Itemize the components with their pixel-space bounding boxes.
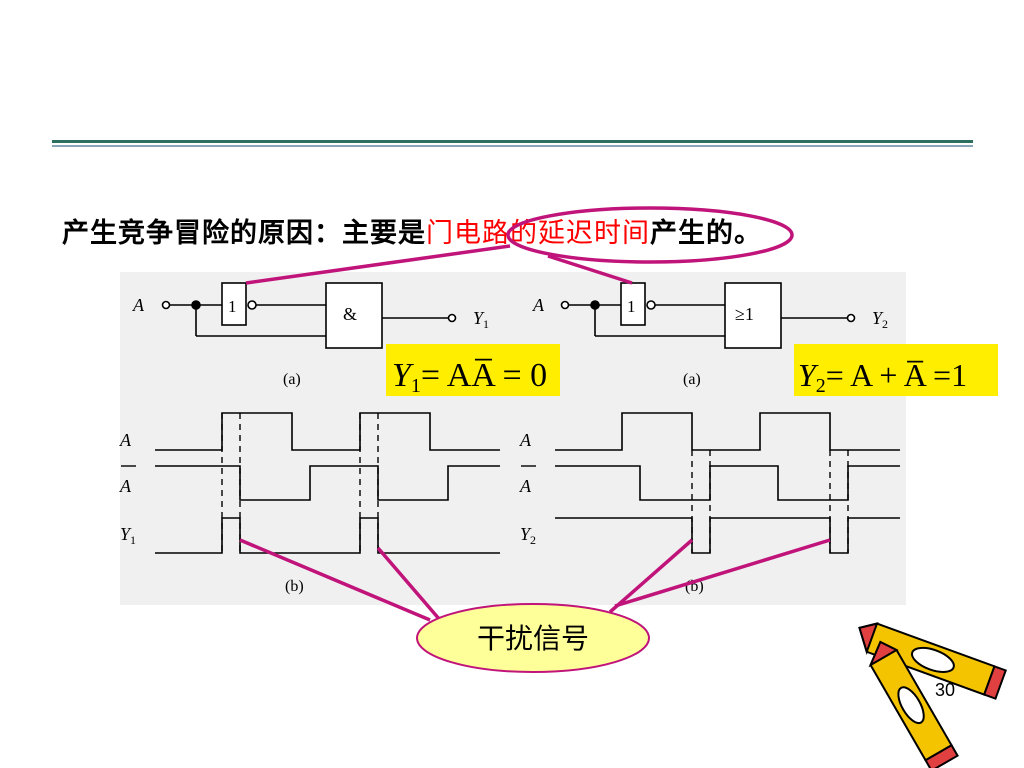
circuit-a-not-gate <box>221 282 247 326</box>
headline-post: 产生的。 <box>650 218 762 249</box>
equation-a-box <box>386 344 560 396</box>
circuit-b-input-terminal <box>560 300 570 310</box>
circuit-a-output-label: Y1 <box>473 308 489 331</box>
waveform-b-signal-a <box>555 412 900 451</box>
circuit-b <box>560 282 856 349</box>
circuit-b-output-label: Y2 <box>872 308 888 331</box>
pencil-icon <box>858 622 1008 700</box>
waveform-a-signal-a-bar <box>155 465 500 501</box>
delay-connector-left <box>245 244 511 285</box>
interference-callout-label: 干扰信号 <box>477 622 589 655</box>
circuit-a-and-label: & <box>343 304 357 324</box>
waveform-a-label-a-bar: A <box>119 476 132 496</box>
circuit-b-output-terminal <box>846 313 856 323</box>
title-rule-light <box>52 145 973 147</box>
equation-a: Y1= AA̅ = 0 <box>392 357 547 397</box>
circuit-b-caption: (a) <box>683 371 701 388</box>
headline-highlight: 门电路的延迟时间 <box>426 218 650 249</box>
circuit-b-not-bubble <box>646 300 656 310</box>
circuit-a-output-terminal <box>447 313 457 323</box>
pencil-icon-2 <box>868 640 959 768</box>
headline: 产生竞争冒险的原因：主要是门电路的延迟时间产生的。 <box>62 214 962 254</box>
waveform-b-label-a-bar: A <box>519 476 532 496</box>
circuit-a-input-terminal <box>161 300 171 310</box>
circuit-b-input-label: A <box>532 295 545 315</box>
delay-connector-right <box>547 254 633 285</box>
headline-pre: 产生竞争冒险的原因：主要是 <box>62 218 426 249</box>
waveform-b-label-y: Y2 <box>520 524 536 547</box>
circuit-a-caption: (a) <box>283 371 301 388</box>
delay-highlight <box>245 206 794 285</box>
waveform-a-label-a: A <box>119 430 132 450</box>
circuit-b-or-gate <box>724 282 782 349</box>
equation-b: Y2= A + A̅ =1 <box>798 357 967 397</box>
waveform-a-signal-y <box>155 517 500 554</box>
circuit-b-not-label: 1 <box>627 297 636 316</box>
title-rule-dark <box>52 140 973 143</box>
circuit-a-not-bubble <box>247 300 257 310</box>
circuit-a <box>161 282 457 349</box>
interference-connectors <box>239 538 831 622</box>
circuit-b-not-gate <box>620 282 646 326</box>
waveform-a-signal-a <box>155 412 500 451</box>
circuit-a-not-label: 1 <box>228 297 237 316</box>
circuit-b-or-label: ≥1 <box>735 304 754 324</box>
interference-callout <box>416 603 650 673</box>
circuit-a-input-label: A <box>132 295 145 315</box>
page-number: 30 <box>935 680 956 700</box>
waveform-a <box>155 412 500 554</box>
waveform-a-label-y: Y1 <box>120 524 136 547</box>
waveform-b <box>555 412 900 554</box>
equation-b-box <box>794 344 998 396</box>
waveform-a-caption: (b) <box>285 578 304 595</box>
waveform-b-label-a: A <box>519 430 532 450</box>
delay-highlight-ellipse <box>506 206 794 264</box>
waveform-b-signal-y <box>555 517 900 554</box>
circuit-a-and-gate <box>325 282 383 349</box>
